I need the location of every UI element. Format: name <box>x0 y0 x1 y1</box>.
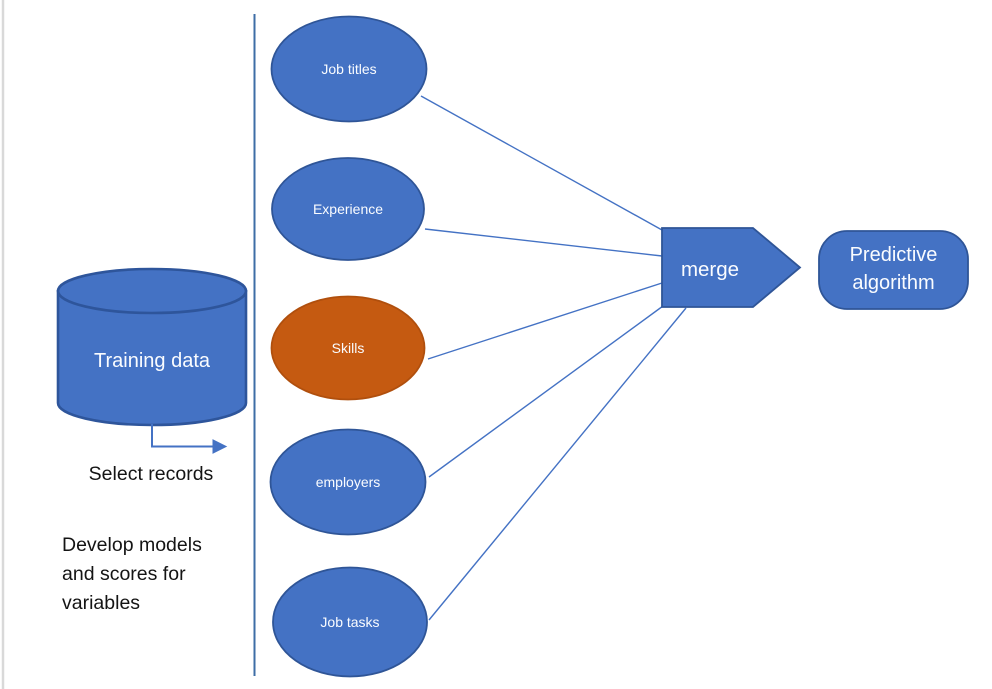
connector-employers-to-merge <box>428 305 664 478</box>
variable-ellipse-job-tasks: Job tasks <box>272 566 428 678</box>
develop-note-line-2: and scores for <box>62 563 186 585</box>
connector-job-tasks-to-merge <box>428 307 687 621</box>
predictive-algorithm-label-line-2: algorithm <box>852 272 934 294</box>
experience-label: Experience <box>313 201 383 217</box>
predictive-algorithm-shape: Predictive algorithm <box>818 230 969 310</box>
employers-label: employers <box>316 474 381 490</box>
cylinder-top-rim <box>56 267 248 315</box>
experience-ellipse <box>271 157 425 261</box>
variable-ellipse-job-titles: Job titles <box>270 15 428 123</box>
develop-note: Develop models and scores for variables <box>62 534 202 614</box>
predictive-algorithm-label-line-1: Predictive <box>850 244 938 266</box>
skills-ellipse <box>270 295 426 401</box>
cylinder-body <box>56 289 248 427</box>
develop-note-line-3: variables <box>62 592 140 614</box>
merge-shape: merge <box>661 227 802 308</box>
training-data-cylinder: Training data <box>56 267 248 427</box>
job-tasks-ellipse <box>272 566 428 678</box>
job-titles-ellipse <box>270 15 428 123</box>
variable-ellipse-experience: Experience <box>271 157 425 261</box>
select-records-label: Select records <box>89 463 214 485</box>
connector-skills-to-merge <box>427 282 663 360</box>
select-records-arrow <box>151 424 228 454</box>
develop-note-line-1: Develop models <box>62 534 202 556</box>
connector-job-titles-to-merge <box>420 95 663 231</box>
job-tasks-label: Job tasks <box>320 614 379 630</box>
connector-experience-to-merge <box>424 228 663 257</box>
merge-label: merge <box>681 258 739 281</box>
training-data-label: Training data <box>94 350 211 372</box>
variable-ellipse-employers: employers <box>269 428 427 536</box>
merge-pentagon <box>661 227 802 308</box>
predictive-algorithm-box <box>818 230 969 310</box>
job-titles-label: Job titles <box>321 61 376 77</box>
employers-ellipse <box>269 428 427 536</box>
skills-label: Skills <box>332 340 365 356</box>
variable-ellipse-skills: Skills <box>270 295 426 401</box>
